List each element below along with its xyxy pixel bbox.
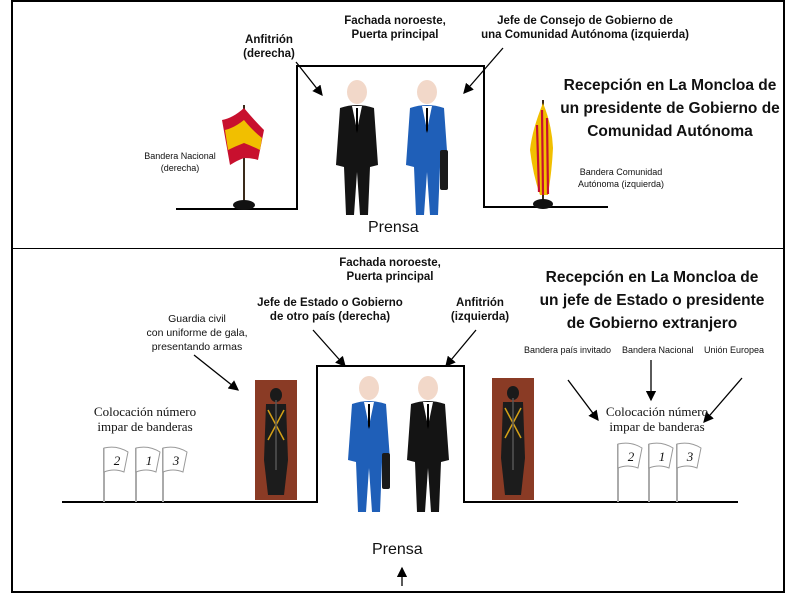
- bottom-flag-order-right-label: Colocación número impar de banderas: [605, 404, 709, 434]
- bottom-panel: [11, 248, 785, 593]
- bottom-facade-label: Fachada noroeste, Puerta principal: [339, 257, 441, 283]
- flag-number-right-3: 3: [686, 449, 694, 464]
- top-national-flag-label: Bandera Nacional (derecha): [144, 151, 216, 173]
- bottom-eu-flag-label: Unión Europea: [704, 345, 765, 355]
- top-press-label: Prensa: [368, 219, 419, 236]
- top-regional-leader-label: Jefe de Consejo de Gobierno de una Comun…: [481, 15, 689, 41]
- top-host-label: Anfitrión (derecha): [243, 34, 295, 60]
- top-arrows: [295, 47, 504, 97]
- flag-group-right-icon: [617, 442, 702, 502]
- flag-number-left-1: 2: [113, 453, 121, 468]
- bottom-host-figure-icon: [407, 376, 449, 512]
- regional-flag-icon: [530, 100, 553, 209]
- top-regional-flag-label: Bandera Comunidad Autónoma (izquierda): [577, 167, 665, 189]
- top-facade-outline: [176, 65, 608, 210]
- guard-left-icon: [255, 380, 297, 500]
- flag-group-left-icon: [103, 446, 188, 502]
- spain-flag-icon: [222, 105, 264, 210]
- host-figure-icon: [336, 80, 378, 215]
- guard-right-icon: [492, 378, 534, 500]
- top-facade-label: Fachada noroeste, Puerta principal: [344, 15, 446, 41]
- flag-number-left-3: 3: [172, 453, 180, 468]
- top-title: Recepción en La Moncloa de un presidente…: [560, 77, 780, 140]
- flag-number-right-1: 2: [627, 449, 635, 464]
- bottom-head-of-state-label: Jefe de Estado o Gobierno de otro país (…: [257, 297, 403, 323]
- bottom-national-flag-label: Bandera Nacional: [622, 345, 694, 355]
- flag-number-left-2: 1: [145, 453, 153, 468]
- bottom-host-label: Anfitrión (izquierda): [450, 297, 510, 323]
- regional-leader-figure-icon: [406, 80, 448, 215]
- bottom-guard-label: Guardia civil con uniforme de gala, pres…: [146, 313, 248, 353]
- bottom-title: Recepción en La Moncloa de un jefe de Es…: [539, 269, 765, 332]
- top-panel: [11, 0, 785, 249]
- bottom-arrows: [193, 329, 743, 586]
- flag-number-right-2: 1: [658, 449, 666, 464]
- bottom-press-label: Prensa: [372, 541, 423, 558]
- foreign-leader-figure-icon: [348, 376, 390, 512]
- bottom-facade-outline: [62, 365, 738, 503]
- bottom-flag-order-left-label: Colocación número impar de banderas: [93, 404, 197, 434]
- bottom-guest-flag-label: Bandera país invitado: [524, 345, 612, 355]
